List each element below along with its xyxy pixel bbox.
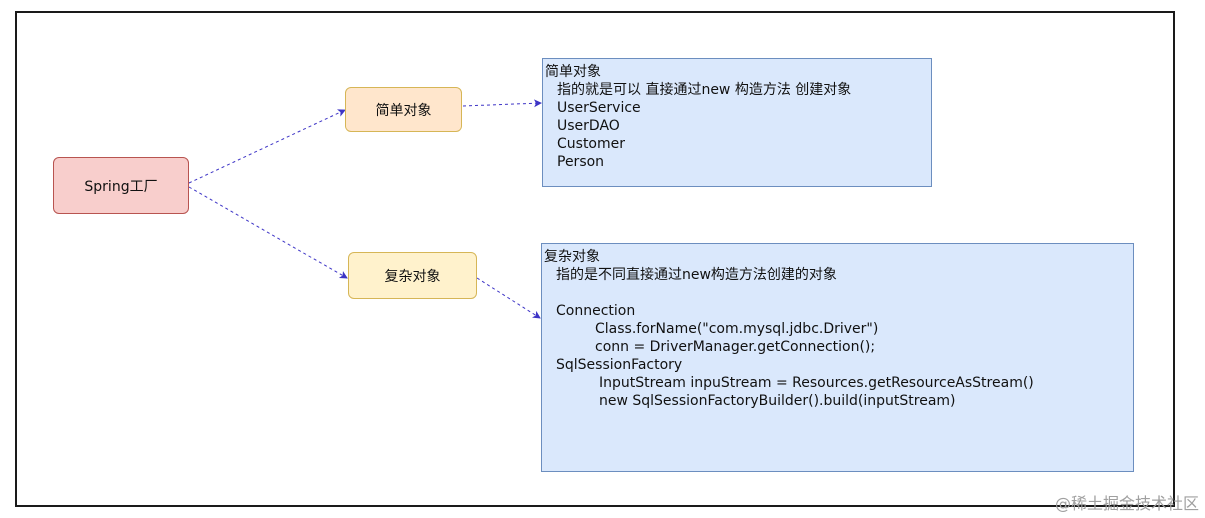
juejin-watermark: @稀土掘金技术社区: [1054, 494, 1199, 513]
simple-note-item: Customer: [557, 136, 626, 152]
spring-factory-node: Spring工厂: [53, 157, 189, 214]
simple-note-title: 简单对象: [545, 64, 601, 80]
complex-object-node: 复杂对象: [348, 252, 477, 299]
simple-note-item: UserService: [557, 100, 641, 116]
sqlsessionfactory-code-line: InputStream inpuStream = Resources.getRe…: [599, 375, 1034, 391]
simple-note-item: Person: [557, 154, 605, 170]
simple-note-description: 指的就是可以 直接通过new 构造方法 创建对象: [557, 82, 852, 98]
simple-note-item: UserDAO: [557, 118, 620, 134]
connection-code-line: Class.forName("com.mysql.jdbc.Driver"): [595, 321, 879, 337]
complex-object-label: 复杂对象: [384, 268, 441, 285]
sqlsessionfactory-code-line: new SqlSessionFactoryBuilder().build(inp…: [599, 393, 956, 409]
sqlsessionfactory-heading: SqlSessionFactory: [556, 357, 683, 373]
complex-note-blank-line: [544, 284, 1133, 302]
complex-note-title: 复杂对象: [544, 249, 600, 265]
connection-code-line: conn = DriverManager.getConnection();: [595, 339, 876, 355]
simple-object-node: 简单对象: [345, 87, 462, 132]
complex-object-note: 复杂对象 指的是不同直接通过new构造方法创建的对象 Connection Cl…: [541, 243, 1134, 472]
complex-note-description: 指的是不同直接通过new构造方法创建的对象: [556, 267, 837, 283]
simple-object-note: 简单对象 指的就是可以 直接通过new 构造方法 创建对象 UserServic…: [542, 58, 932, 187]
connection-heading: Connection: [556, 303, 636, 319]
spring-factory-label: Spring工厂: [84, 178, 158, 195]
simple-object-label: 简单对象: [375, 102, 432, 119]
